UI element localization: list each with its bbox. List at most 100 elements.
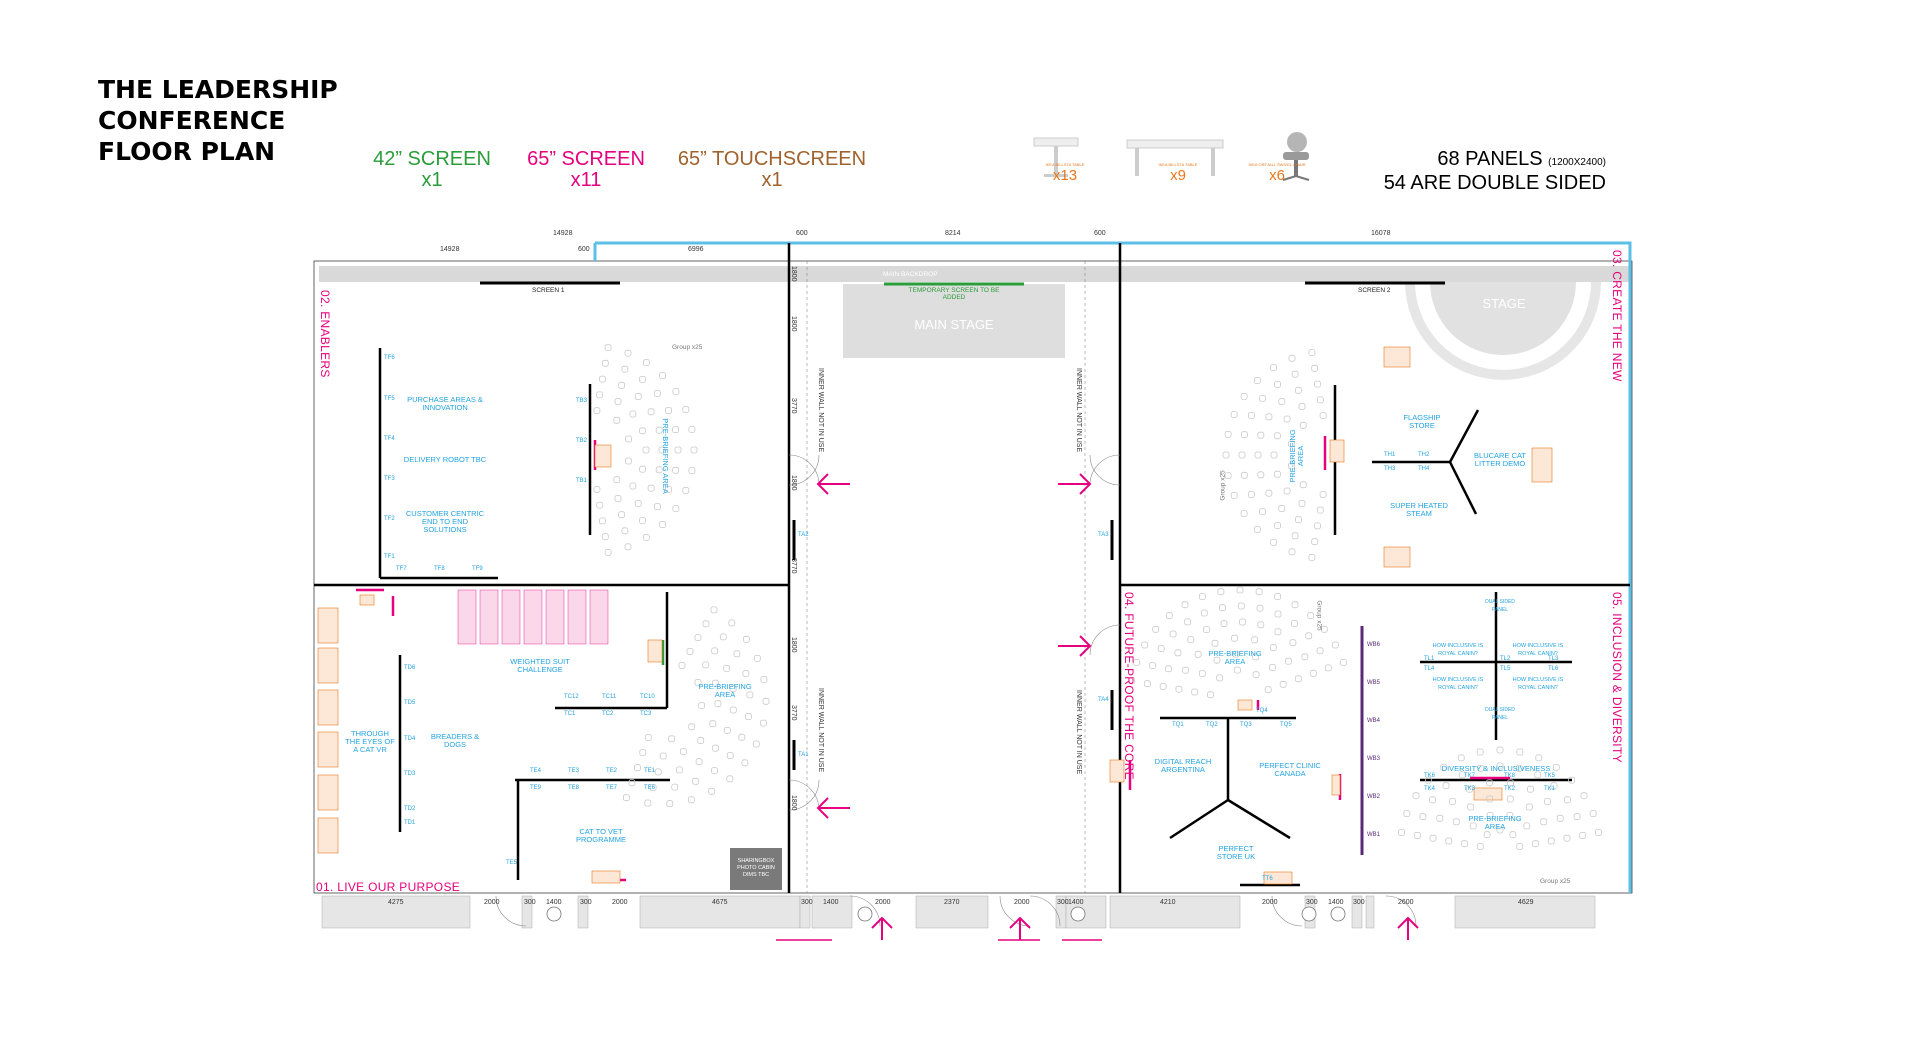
tag-tk2: TK2 [1504, 786, 1516, 792]
tag-wb3: WB3 [1367, 756, 1381, 762]
chair-icon [634, 500, 642, 507]
chair-icon [697, 737, 705, 744]
chair-icon [1486, 779, 1493, 787]
chair-icon [1299, 421, 1307, 429]
chair-icon [1220, 620, 1228, 628]
dim-col-1: 1800 [790, 266, 797, 282]
tag-te8: TE8 [568, 785, 580, 791]
chair-icon [1274, 522, 1281, 529]
chair-icon [1311, 538, 1319, 546]
chair-icon [738, 733, 746, 741]
dim-b-5: 300 [580, 899, 592, 906]
chair-icon [614, 398, 622, 405]
dim-b-11: 2370 [944, 899, 960, 906]
tag-tf8: TF8 [434, 566, 445, 572]
chair-icon [1152, 625, 1160, 633]
chair-icon [1506, 812, 1514, 819]
area-howincl-3: HOW INCLUSIVE IS ROYAL CANIN? [1432, 677, 1484, 691]
tag-tc3: TC3 [640, 711, 652, 717]
sharingbox-label: SHARINGBOX PHOTO CABIN DIMS TBC [737, 858, 775, 878]
chair-icon [1298, 500, 1306, 507]
chair-icon [1535, 754, 1543, 762]
area-catvet: CAT TO VET PROGRAMME [575, 827, 626, 844]
dim-b-19: 300 [1353, 899, 1365, 906]
legend-65-label: 65” SCREEN [527, 148, 645, 170]
chair-icon [729, 685, 737, 693]
chair-icon [1265, 413, 1273, 421]
chair-icon [659, 372, 666, 379]
chair-icon [1509, 831, 1517, 839]
chair-icon [1256, 604, 1264, 612]
chair-icon [674, 446, 682, 454]
chair-icon [599, 517, 606, 525]
chair-icon [710, 606, 718, 614]
chair-icon [1165, 665, 1172, 673]
chair-icon [1288, 548, 1296, 556]
chair-icon [1527, 785, 1534, 793]
tag-te7: TE7 [606, 785, 618, 791]
chair-icon [1291, 601, 1299, 609]
chair-icon [690, 446, 698, 454]
area-prebrief-5: PRE-BRIEFING AREA [1468, 814, 1522, 831]
chair-icon [624, 543, 632, 551]
chair-icon [625, 457, 632, 465]
tag-tq5: TQ5 [1280, 722, 1292, 728]
chair-icon [1224, 430, 1232, 438]
chair-icon [746, 691, 754, 699]
bottom-blocks [321, 895, 1596, 929]
chair-icon [714, 700, 722, 708]
chair-icon [682, 406, 690, 414]
chair-icon [752, 740, 760, 748]
chair-icon [702, 661, 710, 669]
chair-icon [625, 435, 632, 443]
chair-icon [1283, 487, 1291, 495]
title-line-2: CONFERENCE [98, 106, 286, 135]
chair-icon [1264, 686, 1272, 694]
legend-touch-label: 65” TOUCHSCREEN [677, 148, 867, 170]
chair-legend: IKEA ORFJALL SWIVEL CHAIR x6 [1248, 126, 1323, 200]
title-line-3: FLOOR PLAN [98, 137, 276, 166]
chair-icon [655, 426, 663, 434]
chair-icon [1544, 798, 1551, 805]
area-prebrief-4: PRE-BRIEFING AREA [1208, 649, 1262, 666]
dim-top2-3: 6996 [688, 246, 704, 253]
outer-wall [313, 260, 1633, 894]
chair-icon [655, 466, 663, 474]
dim-top-5: 16078 [1371, 230, 1391, 237]
chair-icon [1412, 792, 1420, 800]
chair-icon [1525, 803, 1533, 811]
arrow-in-icon [816, 473, 1419, 940]
large-table-legend: IKEA BILLSTA TABLE x9 [1123, 126, 1233, 200]
chair-icon [688, 467, 696, 475]
small-table-legend: IKEA BILLSTA TABLE x13 [1030, 128, 1100, 200]
area-eyes: THROUGH THE EYES OF A CAT VR [345, 729, 395, 754]
large-table-label: IKEA BILLSTA TABLE [1158, 162, 1198, 167]
chair-icon [659, 752, 667, 760]
chair-icon [1486, 812, 1494, 819]
tag-ta4: TA4 [1098, 697, 1109, 703]
chair-icon [1469, 822, 1477, 830]
chair-icon [676, 766, 683, 774]
tag-tb1: TB1 [576, 478, 588, 484]
panels-count: 68 PANELS [1437, 148, 1543, 170]
chair-icon [1203, 626, 1210, 633]
tag-te9: TE9 [530, 785, 542, 791]
chair-icon [1461, 840, 1468, 848]
chair-icon [599, 375, 606, 383]
dim-b-1: 4275 [388, 899, 404, 906]
fixtures [546, 906, 1346, 922]
chair-icon [1219, 604, 1226, 612]
tag-tk8: TK8 [1504, 773, 1516, 779]
chair-icon [1563, 834, 1571, 842]
chair-icon [1207, 691, 1214, 699]
chair-icon [671, 783, 679, 791]
chair-icon [1589, 810, 1597, 817]
chair-icon [1331, 641, 1339, 649]
chair-icon [712, 679, 719, 687]
tag-td4: TD4 [404, 736, 416, 742]
chair-icon [1241, 471, 1248, 479]
tag-tl5: TL5 [1500, 666, 1511, 672]
chair-icon [1236, 586, 1244, 594]
chair-icon [1466, 785, 1473, 793]
main-stage [843, 284, 1065, 358]
